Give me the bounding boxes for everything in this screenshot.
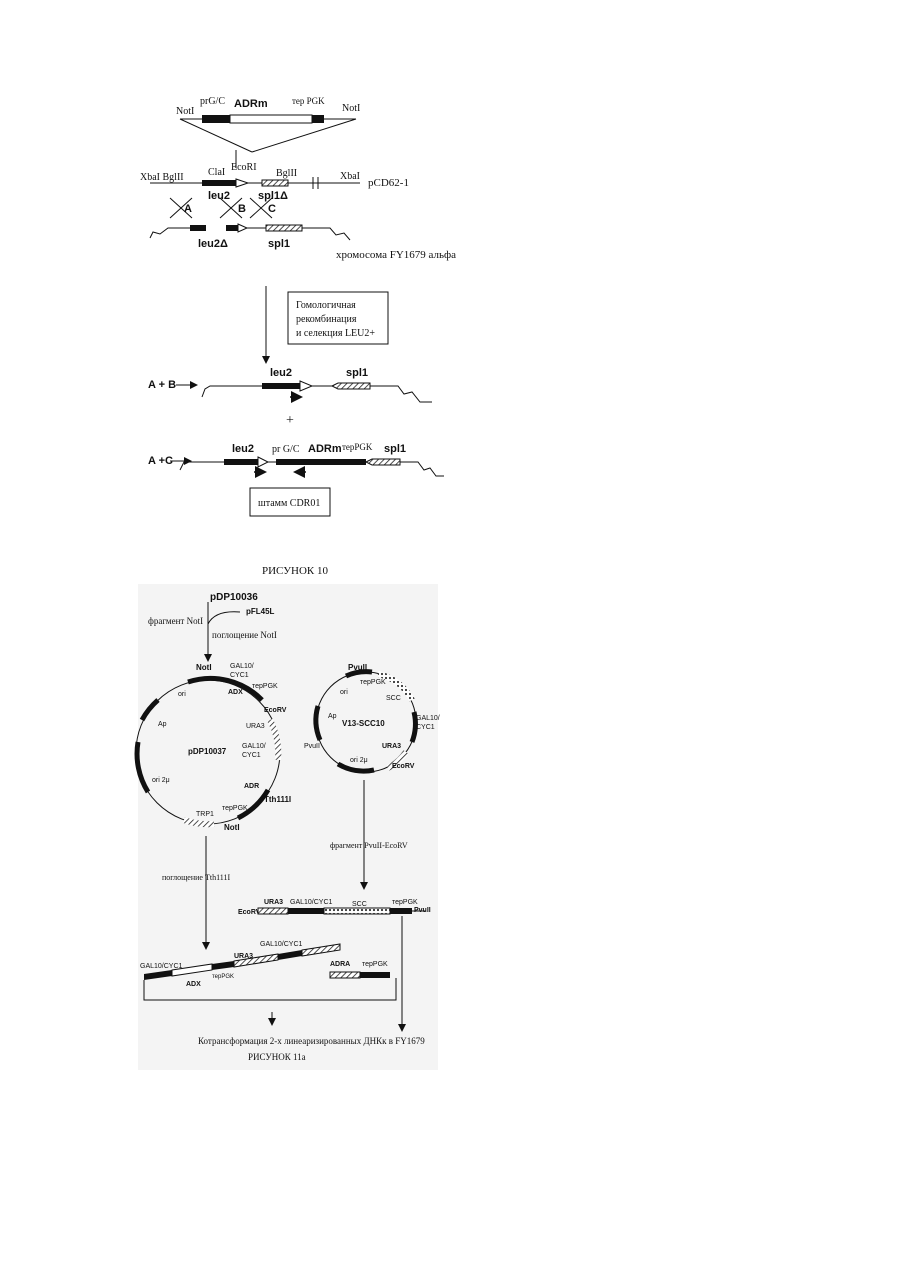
adrm-gene-block [230, 115, 312, 123]
leu2-block [202, 180, 236, 186]
label-terpgk-b: терPGK [222, 805, 248, 812]
label-a-plus-c: A +C [148, 455, 173, 467]
label-gal10cyc1-right: GAL10/CYC1 [260, 941, 303, 948]
label-xbai-bglii: XbaI BglII [140, 172, 184, 183]
label-ura3-lin: URA3 [264, 899, 283, 906]
label-terpgk-ac: терPGK [342, 442, 373, 452]
label-adr: ADR [244, 783, 259, 790]
label-ap-a: Ap [158, 721, 167, 728]
label-spl1-ab: spl1 [346, 367, 368, 379]
label-a-plus-b: A + B [148, 379, 176, 391]
label-bglii: BglII [276, 168, 297, 179]
label-terpgk: тер PGK [292, 96, 325, 106]
label-clai: ClaI [208, 167, 225, 178]
label-leu2delta: leu2Δ [198, 238, 228, 250]
label-adra: ADRA [330, 961, 350, 968]
label-tth111i: Tth111I [264, 795, 291, 804]
label-ori-v13: ori [340, 689, 348, 696]
label-trp1: TRP1 [196, 811, 214, 818]
leu2-arrow [236, 179, 248, 187]
label-spl1-chrom: spl1 [268, 238, 290, 250]
label-noti-right: NotI [342, 103, 360, 114]
label-ecorv-a: EcoRV [264, 707, 287, 714]
recombination-box: Гомологичная рекомбинация и селекция LEU… [288, 292, 388, 344]
label-terpgk-right: терPGK [362, 961, 388, 968]
label-adrm: ADRm [234, 98, 268, 110]
label-gal10-a: GAL10/ [230, 663, 254, 670]
chromosome-fy1679: leu2Δ spl1 хромосома FY1679 альфа [150, 224, 456, 261]
label-pcd62-1: pCD62-1 [368, 177, 409, 189]
label-leu2-ab: leu2 [270, 367, 292, 379]
label-adrm-ac: ADRm [308, 443, 342, 455]
cross-a: A [184, 203, 192, 215]
label-terpgk-a: терPGK [252, 683, 278, 690]
label-v13-scc10: V13-SCC10 [342, 719, 385, 728]
label-ecorv-v13: EcoRV [392, 763, 415, 770]
label-noti-top: NotI [196, 663, 212, 672]
label-ori2u-v13: ori 2μ [350, 757, 368, 764]
label-cyc1-v13: CYC1 [416, 724, 435, 731]
label-cyc1-a: CYC1 [230, 672, 249, 679]
label-noti-left: NotI [176, 106, 194, 117]
label-terpgk-mid: терPGK [212, 974, 234, 980]
label-adx: ADX [228, 689, 243, 696]
spl1delta-block [262, 180, 288, 186]
label-pfl45l: pFL45L [246, 607, 275, 616]
recomb-line-2: рекомбинация [296, 314, 357, 325]
result-a-plus-c: A +C leu2 pr G/C ADRm терPGK spl1 [148, 442, 444, 476]
label-fragment-noti: фрагмент NotI [148, 616, 203, 626]
cross-b: B [238, 203, 246, 215]
label-scc-v13: SCC [386, 695, 401, 702]
label-cotransformation: Котрансформация 2-х линеаризированных ДН… [198, 1036, 425, 1046]
label-ligation-noti: поглощение NotI [212, 630, 277, 640]
label-scc-lin: SCC [352, 901, 367, 908]
label-gal10-v13: GAL10/ [416, 715, 440, 722]
plus-sign: + [286, 413, 294, 428]
label-gal10cyc1-lin: GAL10/CYC1 [290, 899, 333, 906]
adrm-cassette: NotI prG/C ADRm тер PGK NotI [176, 96, 360, 168]
label-ura3-v13: URA3 [382, 743, 401, 750]
pcd62-1-map: XbaI BglII ClaI EcoRI BglII XbaI pCD62-1… [140, 162, 409, 202]
label-ura3-a: URA3 [246, 723, 265, 730]
scan-background [138, 584, 438, 1070]
label-cyc1-b: CYC1 [242, 752, 261, 759]
promoter-block [202, 115, 230, 123]
label-pvuii-left: PvuII [304, 743, 320, 750]
label-gal10-b: GAL10/ [242, 743, 266, 750]
label-ap-v13: Ap [328, 713, 337, 720]
label-ori-a: ori [178, 691, 186, 698]
result-a-plus-b: A + B leu2 spl1 [148, 367, 432, 402]
strain-label: штамм CDR01 [258, 498, 320, 509]
label-ecori: EcoRI [231, 162, 257, 173]
figure-11a: pDP10036 фрагмент NotI pFL45L поглощение… [136, 584, 440, 1070]
label-terpgk-lin: терPGK [392, 899, 418, 906]
label-leu2: leu2 [208, 190, 230, 202]
label-prgc-ac: pr G/C [272, 444, 300, 455]
recomb-line-3: и селекция LEU2+ [296, 328, 375, 339]
caption-figure-11a: РИСУНОК 11а [248, 1052, 306, 1062]
label-noti-bottom: NotI [224, 823, 240, 832]
label-adx-lin: ADX [186, 981, 201, 988]
caption-figure-10: РИСУНОК 10 [262, 565, 329, 577]
label-xbai: XbaI [340, 171, 360, 182]
label-fragment-pvu: фрагмент PvuII-EcoRV [330, 841, 408, 850]
label-chromosome: хромосома FY1679 альфа [336, 249, 456, 261]
strain-box: штамм CDR01 [250, 488, 330, 516]
label-pdp10037: pDP10037 [188, 747, 227, 756]
figure-10: NotI prG/C ADRm тер PGK NotI XbaI BglII … [140, 96, 456, 577]
terminator-block [312, 115, 324, 123]
label-spl1-ac: spl1 [384, 443, 406, 455]
label-pvuii-top: PvuII [348, 663, 367, 672]
label-prgc: prG/C [200, 96, 225, 107]
recomb-line-1: Гомологичная [296, 300, 356, 311]
label-ori2u-a: ori 2μ [152, 777, 170, 784]
label-ecorv-lin: EcoRV [238, 909, 261, 916]
cross-c: C [268, 203, 276, 215]
label-pdp10036: pDP10036 [210, 592, 258, 603]
label-terpgk-v13: терPGK [360, 679, 386, 686]
label-spl1delta: spl1Δ [258, 190, 288, 202]
label-leu2-ac: leu2 [232, 443, 254, 455]
label-ligation-tth: поглощение Tth111I [162, 873, 230, 882]
